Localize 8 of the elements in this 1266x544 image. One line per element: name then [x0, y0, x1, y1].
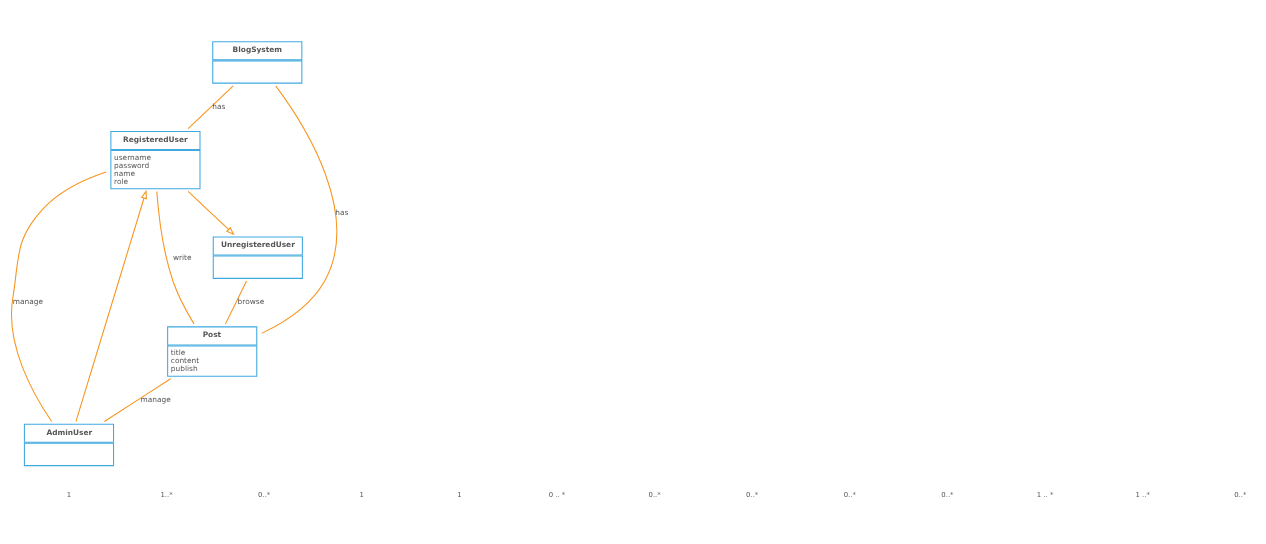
- connector: [224, 280, 248, 325]
- connector: [261, 85, 338, 334]
- connector: [187, 85, 234, 130]
- connector: [11, 171, 107, 422]
- connector: [103, 378, 172, 423]
- arrow: [75, 189, 147, 422]
- arrow: [187, 190, 235, 236]
- connector: [156, 191, 195, 325]
